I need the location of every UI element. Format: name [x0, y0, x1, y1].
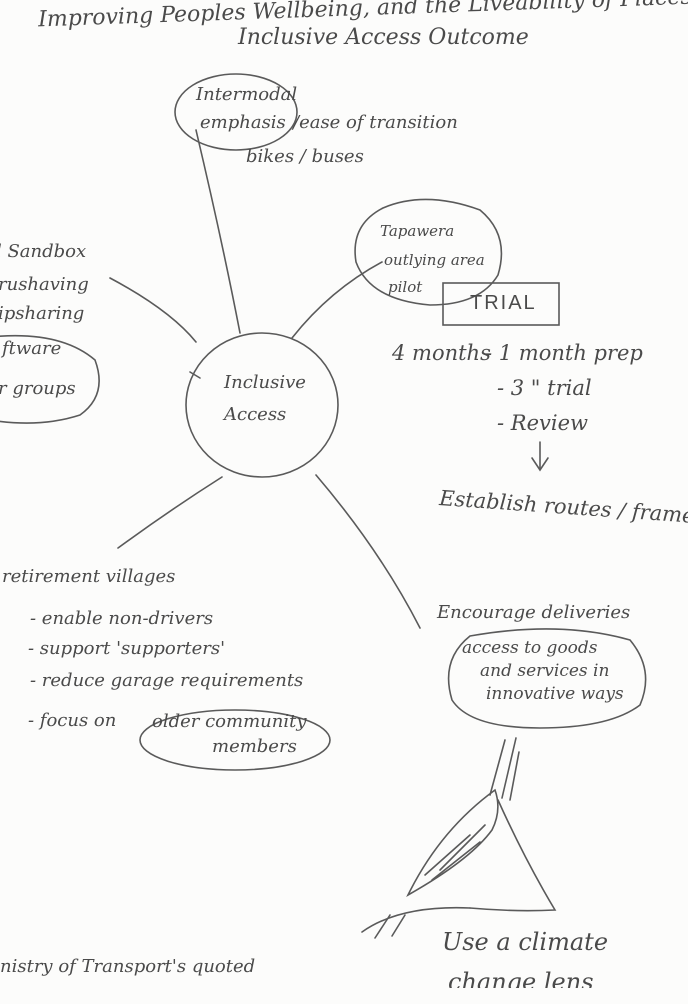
deliveries-heading: Encourage deliveries	[437, 602, 631, 623]
sandbox-line-5: r groups	[0, 378, 76, 399]
lens-ground-2	[374, 914, 391, 939]
tapawera-node-outline	[354, 198, 503, 306]
sandbox-line-1: l Sandbox	[0, 241, 87, 262]
deliveries-node-outline	[447, 628, 647, 729]
lens-leaf	[406, 788, 499, 897]
lens-hatch-2	[431, 841, 481, 881]
deliveries-line-1: access to goods	[462, 638, 598, 658]
sandbox-node-outline	[0, 334, 100, 424]
climate-line-2: change lens	[448, 970, 594, 988]
sandbox-line-4: ftware	[2, 338, 62, 359]
intermodal-line-2b: /ease of transition	[293, 112, 458, 133]
tapawera-line-3: pilot	[388, 278, 423, 296]
retirement-item-3: - reduce garage requirements	[30, 670, 304, 691]
center-node-line-2: Access	[224, 404, 287, 425]
page-title-line-2: Inclusive Access Outcome	[238, 25, 529, 50]
trial-box	[442, 282, 560, 326]
sandbox-line-2: rushaving	[0, 274, 89, 295]
intermodal-node-outline	[174, 73, 298, 151]
retirement-item-1: - enable non-drivers	[30, 608, 214, 629]
spoke-intermodal	[195, 129, 241, 334]
sandbox-line-3: ipsharing	[0, 303, 85, 324]
intermodal-line-1: Intermodal	[196, 84, 298, 105]
lens-ground	[361, 906, 471, 933]
climate-line-1: Use a climate	[442, 928, 609, 956]
retirement-item-2: - support 'supporters'	[28, 638, 226, 659]
timeline-step-1: - 1 month prep	[485, 341, 643, 365]
center-node-line-1: Inclusive	[224, 372, 306, 393]
retirement-heading: retirement villages	[2, 566, 176, 587]
footer-text: nistry of Transport's quoted	[0, 956, 256, 977]
lens-hatch-3	[439, 824, 486, 871]
older-members-line-2: members	[212, 736, 297, 757]
intermodal-line-2: emphasis	[200, 112, 286, 133]
lens-stick-1	[489, 739, 506, 796]
timeline-arrow-head	[531, 457, 549, 472]
lens-stick-2	[501, 737, 517, 799]
spoke-tick	[189, 371, 201, 379]
spoke-deliveries	[315, 474, 421, 629]
lens-hatch-1	[424, 834, 471, 876]
tapawera-line-2: outlying area	[384, 251, 485, 269]
spoke-tapawera	[291, 261, 383, 339]
spoke-retirement	[117, 476, 223, 549]
older-members-outline	[139, 709, 331, 771]
timeline-step-3: - Review	[497, 411, 588, 435]
trial-label: TRIAL	[470, 292, 537, 314]
intermodal-line-3: bikes / buses	[246, 146, 364, 167]
tapawera-line-1: Tapawera	[380, 222, 455, 240]
lens-stick-3	[509, 751, 520, 801]
deliveries-line-2: and services in	[480, 661, 610, 681]
timeline-lead: 4 months	[392, 341, 491, 365]
older-members-line-1: older community	[152, 711, 307, 732]
timeline-step-2: - 3 " trial	[497, 376, 592, 400]
center-node-outline	[185, 332, 339, 478]
lens-triangle	[469, 799, 557, 912]
deliveries-line-3: innovative ways	[486, 684, 624, 704]
spoke-sandbox	[109, 277, 197, 343]
retirement-item-4: - focus on	[28, 710, 117, 731]
lens-ground-3	[391, 914, 406, 937]
